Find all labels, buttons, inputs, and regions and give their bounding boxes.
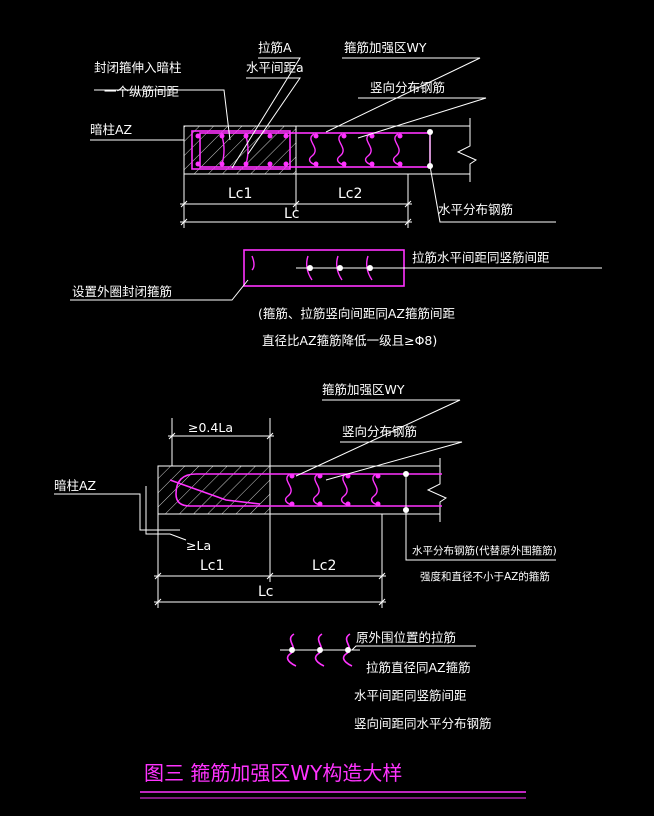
top-column-ties: [221, 135, 249, 165]
top-tie-strip-hook: [251, 255, 255, 271]
top-wall-ties: [308, 133, 403, 167]
label-anchor-04la: ≥0.4La: [188, 420, 233, 435]
label-hidden-col-bottom: 暗柱AZ: [54, 478, 96, 493]
label-hidden-col-top: 暗柱AZ: [90, 122, 132, 137]
label-note-line-2: 直径比AZ箍筋降低一级且≥Φ8): [262, 333, 437, 348]
bottom-dimensions: [154, 514, 386, 608]
label-lc-top: Lc: [284, 206, 300, 222]
label-tie-spacing-note: 拉筋水平间距同竖筋间距: [412, 250, 550, 265]
bottom-anchor-dim: [168, 418, 274, 466]
top-detail: 拉筋A 箍筋加强区WY 封闭箍伸入暗柱 水平间距a 一个纵筋间距 竖向分布钢筋 …: [70, 40, 602, 348]
label-outer-stirrup-note: 设置外圈封闭箍筋: [72, 284, 172, 299]
bottom-s-ties: [286, 633, 353, 667]
label-lc2-bottom: Lc2: [312, 558, 336, 574]
top-break-line: [456, 118, 478, 182]
top-wall-bars: [313, 133, 403, 167]
label-lc1-top: Lc1: [228, 186, 252, 202]
label-vertical-bars-top: 竖向分布钢筋: [370, 80, 445, 95]
bottom-detail: 箍筋加强区WY ≥0.4La 竖向分布钢筋 暗柱AZ ≥La 水平分布钢筋(代替…: [54, 382, 557, 731]
top-tie-strip-leaders: [70, 267, 602, 301]
label-horiz-bars-top: 水平分布钢筋: [438, 202, 513, 217]
label-stirrup-zone-bottom: 箍筋加强区WY: [322, 382, 405, 397]
figure-title: 图三 箍筋加强区WY构造大样: [144, 761, 402, 785]
label-tie-note-4: 竖向间距同水平分布钢筋: [354, 716, 492, 731]
label-lc2-top: Lc2: [338, 186, 362, 202]
bottom-horizontal-bars: [169, 473, 442, 507]
label-tie-bar-a: 拉筋A: [258, 40, 292, 55]
label-lc1-bottom: Lc1: [200, 558, 224, 574]
label-closed-stirrup-1: 封闭箍伸入暗柱: [94, 60, 182, 75]
top-hidden-column-hatch: [183, 125, 297, 175]
bottom-leaders: [54, 399, 556, 561]
label-tie-note-2: 拉筋直径同AZ箍筋: [366, 660, 471, 675]
label-lc-bottom: Lc: [258, 584, 274, 600]
label-tie-note-3: 水平间距同竖筋间距: [354, 688, 467, 703]
top-leaders: [90, 57, 556, 223]
bottom-wall-bars: [289, 473, 381, 507]
label-horiz-spacing-a: 水平间距a: [246, 60, 304, 75]
label-anchor-la: ≥La: [186, 538, 211, 553]
bottom-s-ties-bars: [289, 647, 351, 653]
label-vertical-bars-bottom: 竖向分布钢筋: [342, 424, 417, 439]
label-closed-stirrup-2: 一个纵筋间距: [104, 84, 179, 99]
label-note-line-1: (箍筋、拉筋竖向间距同AZ箍筋间距: [258, 306, 455, 321]
label-horiz-bars-bottom-2: 强度和直径不小于AZ的箍筋: [420, 570, 550, 583]
label-horiz-bars-bottom-1: 水平分布钢筋(代替原外围箍筋): [412, 544, 557, 557]
label-stirrup-zone-top: 箍筋加强区WY: [344, 40, 427, 55]
top-dimensions: [180, 174, 412, 228]
label-tie-note-1: 原外围位置的拉筋: [356, 630, 456, 645]
bottom-tie-leader: [351, 645, 476, 651]
bottom-wall-ties: [284, 473, 381, 507]
top-column-stirrup: [191, 130, 291, 170]
bottom-break-line: [426, 458, 448, 522]
